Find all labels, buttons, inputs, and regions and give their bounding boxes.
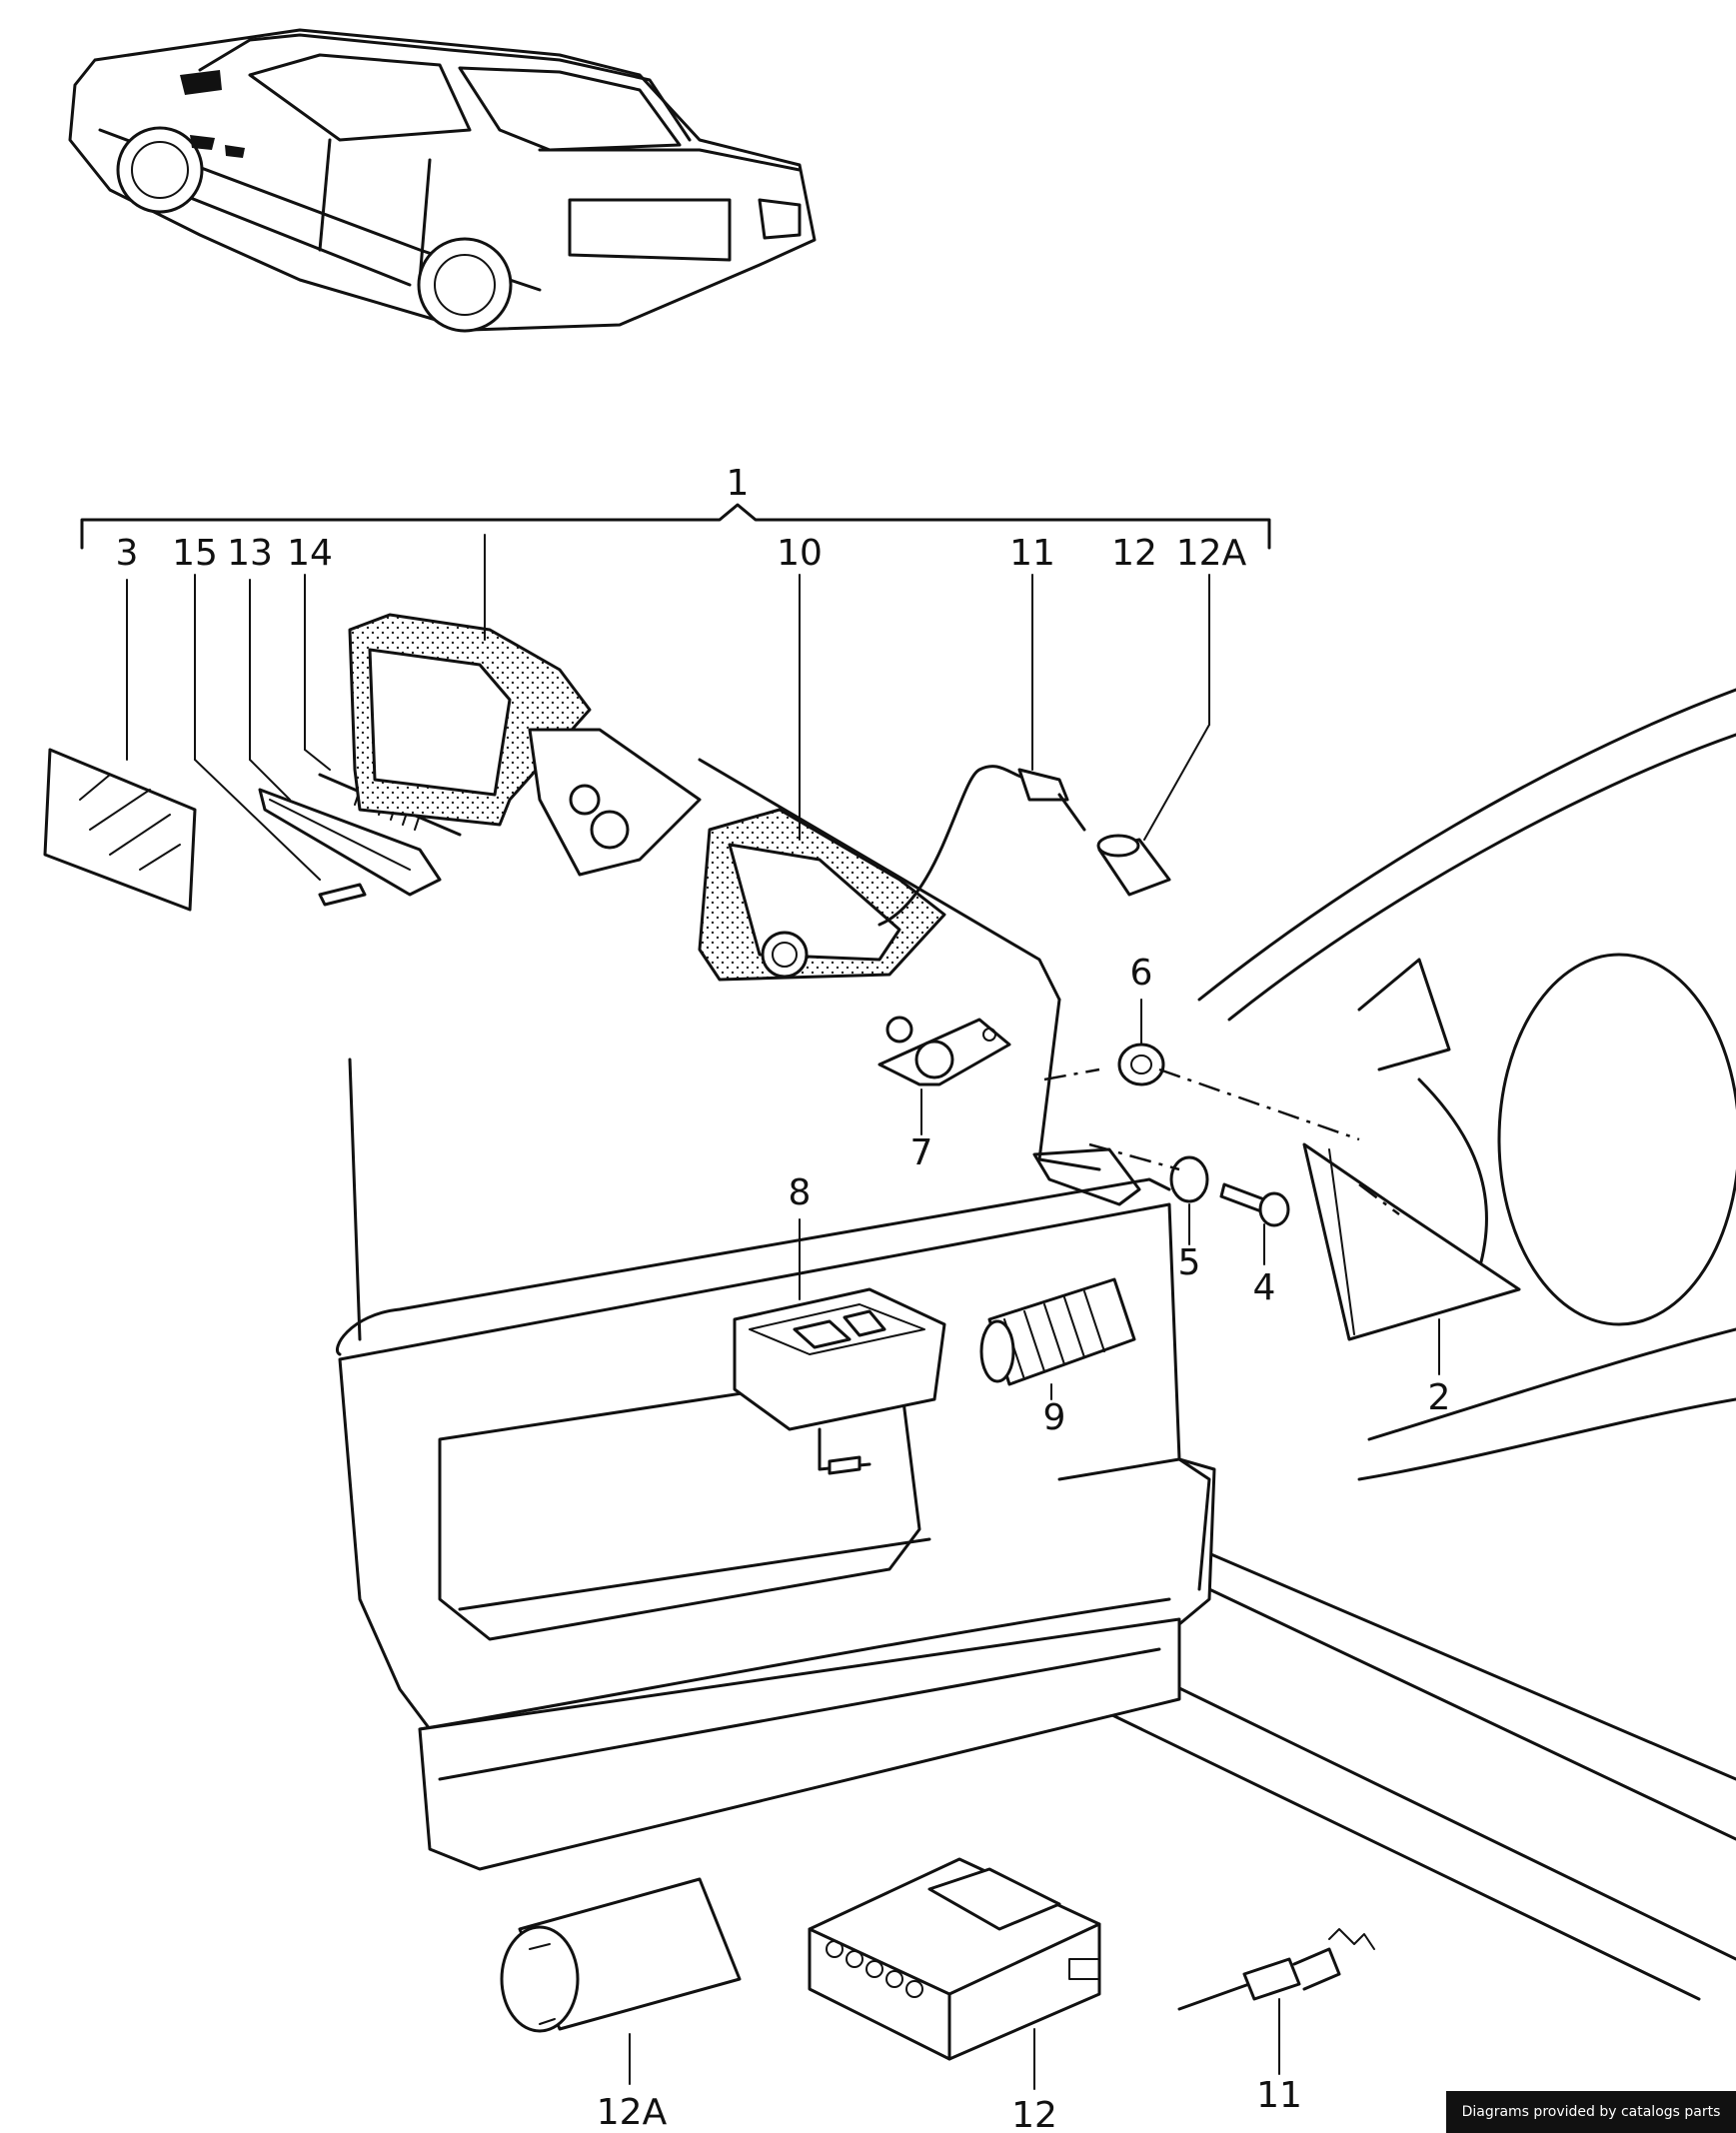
callout-3: 3 [116, 533, 139, 574]
cable-connector-part-11 [877, 765, 1086, 927]
screw-part-4 [1219, 1182, 1290, 1227]
door-switch-highlight [190, 135, 215, 150]
grommet-part-6 [1117, 1043, 1165, 1086]
callout-11-top: 11 [1009, 533, 1055, 574]
bulb-part-12a [1096, 834, 1171, 897]
connector-housing-part-12 [808, 1857, 1101, 2061]
callout-5: 5 [1178, 1242, 1201, 1283]
door-switch-highlight-2 [225, 145, 245, 158]
callout-7: 7 [910, 1132, 933, 1173]
callout-11-bottom: 11 [1256, 2075, 1302, 2116]
wiring-boot-part-9 [979, 1277, 1136, 1386]
washer-part-5 [1169, 1155, 1209, 1203]
callout-12-bottom: 12 [1011, 2095, 1057, 2133]
terminal-pin-part-11 [1177, 1928, 1375, 2011]
callout-12-top: 12 [1111, 533, 1157, 574]
bulb-large-part-12a [500, 1877, 742, 2033]
mirror-glass-part-3 [43, 748, 197, 912]
bracket-part-7 [877, 1016, 1011, 1086]
callout-12a-top: 12A [1176, 533, 1247, 574]
callout-9: 9 [1043, 1397, 1066, 1438]
callout-12a-bottom: 12A [597, 2092, 668, 2133]
leader-lines [126, 534, 1440, 2090]
callout-15: 15 [172, 533, 218, 574]
callout-8: 8 [789, 1172, 812, 1213]
callout-4: 4 [1253, 1267, 1276, 1308]
callout-2: 2 [1428, 1377, 1451, 1418]
callout-6: 6 [1130, 953, 1153, 994]
credit-banner: Diagrams provided by catalogs parts [1446, 2091, 1736, 2133]
door-trim-panel [336, 1058, 1216, 1871]
callout-1: 1 [727, 463, 750, 504]
callout-14: 14 [287, 533, 333, 574]
mirror-base-part-10 [698, 808, 946, 982]
car-body-outline [698, 688, 1736, 2001]
callout-13: 13 [227, 533, 273, 574]
mirror-housing [348, 613, 702, 877]
car-overview-illustration [68, 28, 817, 333]
mirror-highlight [180, 70, 222, 95]
group-bracket-1 [80, 503, 1271, 550]
window-switch-part-8 [733, 1287, 946, 1475]
callout-10: 10 [777, 533, 823, 574]
corner-cover-part-2 [1302, 1142, 1521, 1341]
